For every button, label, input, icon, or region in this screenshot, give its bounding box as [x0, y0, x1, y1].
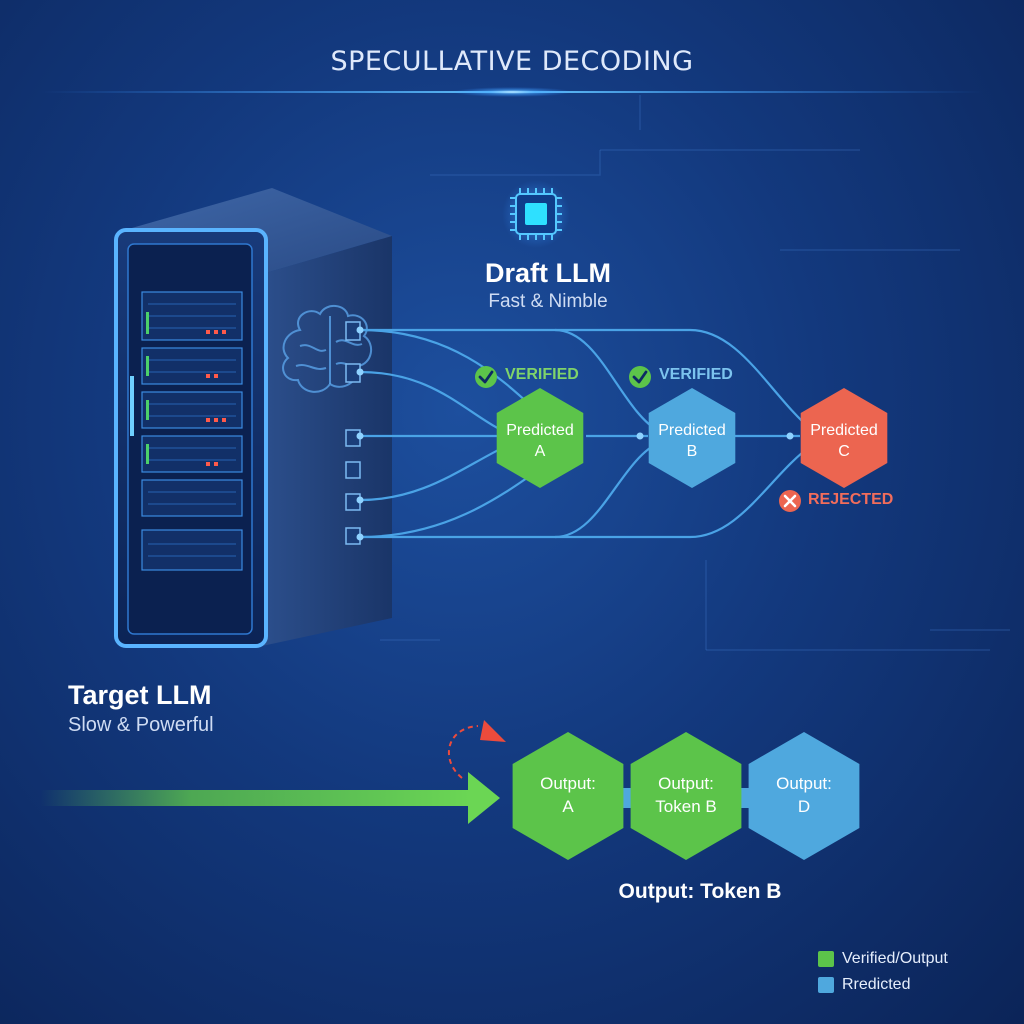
output-label-line2: D	[797, 797, 811, 816]
legend-label-predicted: Rredicted	[842, 976, 911, 993]
prediction-label-c: Predicted C	[810, 420, 878, 462]
output-label-line2: Token B	[655, 797, 717, 816]
prediction-label-line2: A	[534, 443, 546, 460]
output-label-token-b: Output: Token B	[655, 772, 716, 818]
prediction-label-line2: B	[686, 443, 698, 460]
check-circle-icon	[475, 366, 497, 388]
status-verified-a: VERIFIED	[505, 366, 579, 383]
legend-label-verified: Verified/Output	[842, 950, 948, 967]
output-label-line1: Output:	[540, 774, 596, 793]
check-circle-icon	[629, 366, 651, 388]
title-glow	[452, 87, 572, 97]
prediction-label-line1: Predicted	[506, 422, 574, 439]
draft-model-tagline: Fast & Nimble	[488, 291, 608, 312]
output-caption: Output: Token B	[618, 880, 782, 903]
legend-swatch-predicted	[818, 977, 834, 993]
target-model-name: Target LLM	[68, 680, 212, 710]
server-rack-icon	[114, 188, 392, 648]
prediction-label-line1: Predicted	[658, 422, 726, 439]
prediction-label-line1: Predicted	[810, 422, 878, 439]
connector-lines	[359, 328, 813, 539]
output-label-d: Output: D	[776, 772, 832, 818]
legend-swatch-verified	[818, 951, 834, 967]
output-label-a: Output: A	[540, 772, 596, 818]
arrow-right-icon	[40, 772, 500, 824]
output-label-line1: Output:	[658, 774, 714, 793]
circuit-traces	[380, 95, 1010, 651]
prediction-label-line2: C	[838, 443, 850, 460]
connector-nodes	[356, 326, 794, 541]
prediction-label-a: Predicted A	[506, 420, 574, 462]
output-label-line1: Output:	[776, 774, 832, 793]
prediction-hex-a	[496, 388, 584, 488]
prediction-label-b: Predicted B	[658, 420, 726, 462]
prediction-hex-b	[648, 388, 736, 488]
diagram-title: SPECULLATIVE DECODING	[330, 46, 694, 77]
output-hex-a	[512, 732, 624, 860]
cpu-chip-icon	[502, 180, 570, 248]
output-hex-token-b	[630, 732, 742, 860]
target-model-tagline: Slow & Powerful	[68, 714, 214, 736]
output-hex-d	[748, 732, 860, 860]
prediction-hex-c	[800, 388, 888, 488]
x-circle-icon	[779, 490, 801, 512]
status-rejected-c: REJECTED	[808, 491, 894, 508]
status-verified-b: VERIFIED	[659, 366, 733, 383]
output-label-line2: A	[562, 797, 574, 816]
draft-model-name: Draft LLM	[485, 258, 611, 288]
curved-arrow-icon	[447, 720, 506, 779]
